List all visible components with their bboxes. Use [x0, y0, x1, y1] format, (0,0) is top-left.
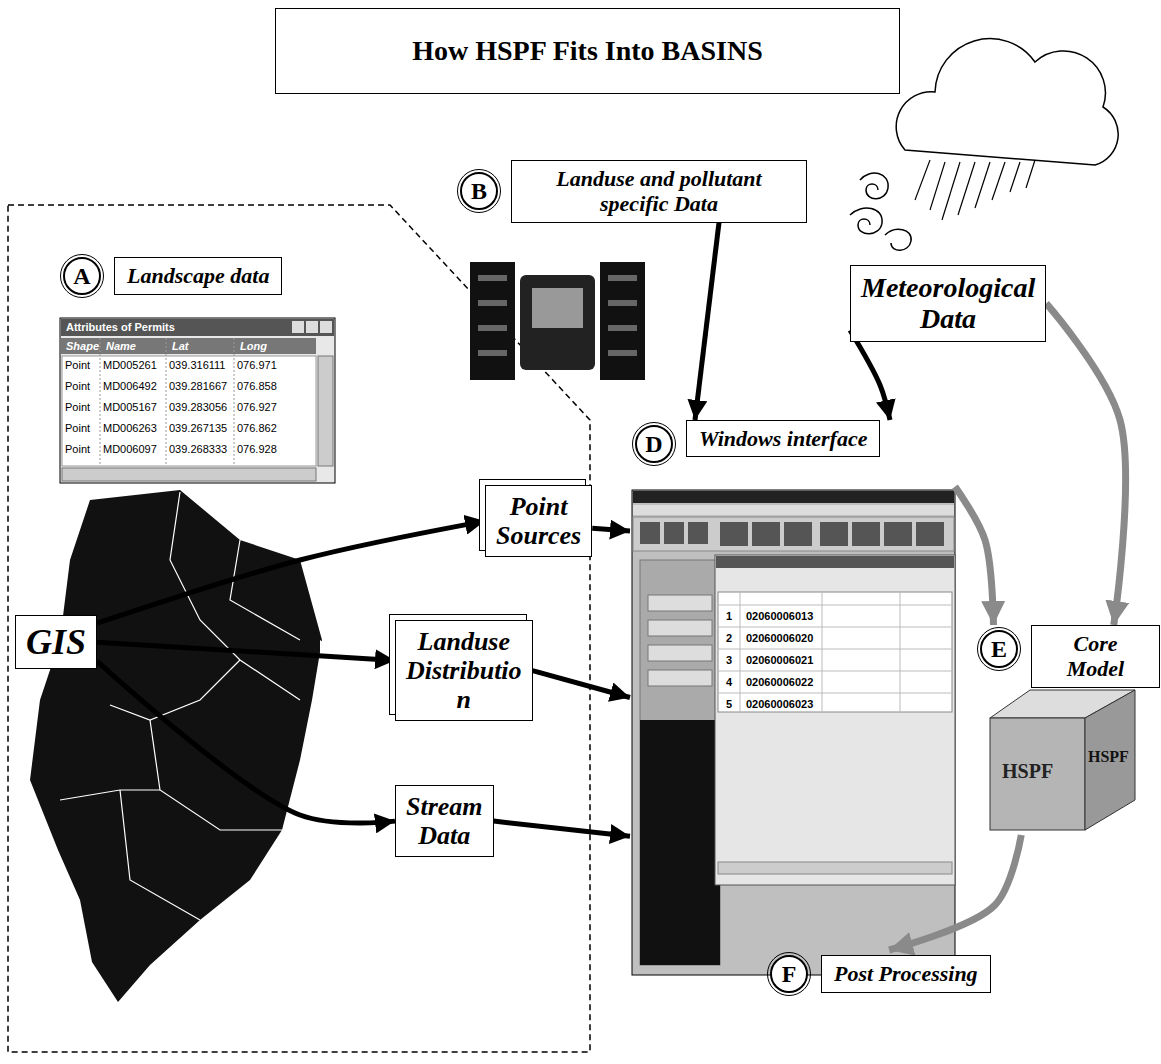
- data-box: Stream Data: [395, 785, 494, 857]
- table-cell: MD005261: [103, 359, 157, 371]
- box-label: Core Model: [1031, 625, 1160, 688]
- screen-text: 2: [726, 632, 732, 644]
- section-letter: B: [460, 172, 498, 210]
- data-box: Meteorological Data: [850, 265, 1046, 342]
- section-letter: A: [63, 257, 101, 295]
- flow-arrow: [850, 330, 890, 420]
- box-label: Post Processing: [821, 955, 991, 992]
- table-cell: Attributes of Permits: [66, 321, 175, 333]
- screen-text: 02060006020: [746, 632, 813, 644]
- hspf-cube: [990, 690, 1135, 830]
- table-cell: MD006492: [103, 380, 157, 392]
- table-cell: Point: [65, 443, 90, 455]
- table-cell: 039.281667: [169, 380, 227, 392]
- box-label: Landuse Distributio n: [406, 627, 522, 714]
- table-cell: 076.928: [237, 443, 277, 455]
- screen-text: 3: [726, 654, 732, 666]
- table-cell: Long: [240, 340, 267, 352]
- model-box: E Core Model: [975, 625, 1160, 835]
- table-cell: MD006097: [103, 443, 157, 455]
- table-cell: Point: [65, 401, 90, 413]
- diagram-title: How HSPF Fits Into BASINS: [275, 8, 900, 94]
- data-box: Landuse Distributio n: [395, 620, 533, 721]
- flow-arrow: [695, 223, 719, 420]
- box-label: GIS: [26, 622, 86, 662]
- flow-arrow: [97, 642, 395, 660]
- screen-text: 02060006022: [746, 676, 813, 688]
- interface-box: D Windows interface: [630, 420, 955, 975]
- box-label: Landuse and pollutant specific Data: [511, 160, 807, 223]
- table-cell: Point: [65, 359, 90, 371]
- section-letter: F: [770, 955, 808, 993]
- flow-arrow: [955, 487, 994, 625]
- section-letter: D: [635, 425, 673, 463]
- flow-arrow: [494, 821, 630, 836]
- screen-text: 1: [726, 610, 732, 622]
- screen-text: 4: [726, 676, 732, 688]
- box-label: Windows interface: [686, 420, 880, 457]
- database-server: [470, 262, 645, 380]
- box-label: Meteorological Data: [861, 272, 1035, 335]
- section-box: A Landscape data: [58, 252, 282, 300]
- attribute-table: [60, 318, 335, 483]
- table-cell: 039.283056: [169, 401, 227, 413]
- screen-text: 02060006021: [746, 654, 813, 666]
- section-box: F Post Processing: [765, 950, 991, 998]
- table-cell: Lat: [172, 340, 189, 352]
- table-cell: 039.267135: [169, 422, 227, 434]
- table-cell: Name: [106, 340, 136, 352]
- box-label: Landscape data: [114, 257, 282, 294]
- flow-arrow: [592, 528, 630, 531]
- table-cell: 076.862: [237, 422, 277, 434]
- flow-arrow: [533, 671, 630, 698]
- table-cell: 076.971: [237, 359, 277, 371]
- flow-arrow: [97, 521, 485, 623]
- screen-text: 02060006023: [746, 698, 813, 710]
- box-label: Point Sources: [496, 492, 581, 550]
- section-letter: E: [980, 630, 1018, 668]
- flow-arrow: [889, 835, 1021, 950]
- table-cell: 076.927: [237, 401, 277, 413]
- table-cell: Point: [65, 380, 90, 392]
- table-cell: 039.268333: [169, 443, 227, 455]
- gis-region: [8, 205, 590, 1052]
- table-cell: Point: [65, 422, 90, 434]
- screen-text: 02060006013: [746, 610, 813, 622]
- data-box: Point Sources: [485, 485, 592, 557]
- table-cell: 039.316111: [169, 359, 225, 371]
- table-cell: 076.858: [237, 380, 277, 392]
- cube-label: HSPF: [1088, 748, 1129, 766]
- cube-label: HSPF: [1002, 760, 1053, 782]
- box-label: Stream Data: [406, 792, 483, 850]
- software-screenshot: [632, 490, 955, 975]
- flow-arrow: [1046, 303, 1125, 625]
- flow-arrow: [97, 661, 395, 823]
- table-cell: Shape: [66, 340, 99, 352]
- gis-box: GIS: [15, 615, 97, 669]
- section-box: B Landuse and pollutant specific Data: [455, 160, 807, 223]
- watershed-map: [30, 490, 332, 1002]
- table-cell: MD005167: [103, 401, 157, 413]
- table-cell: MD006263: [103, 422, 157, 434]
- screen-text: 5: [726, 698, 732, 710]
- title-text: How HSPF Fits Into BASINS: [412, 35, 763, 67]
